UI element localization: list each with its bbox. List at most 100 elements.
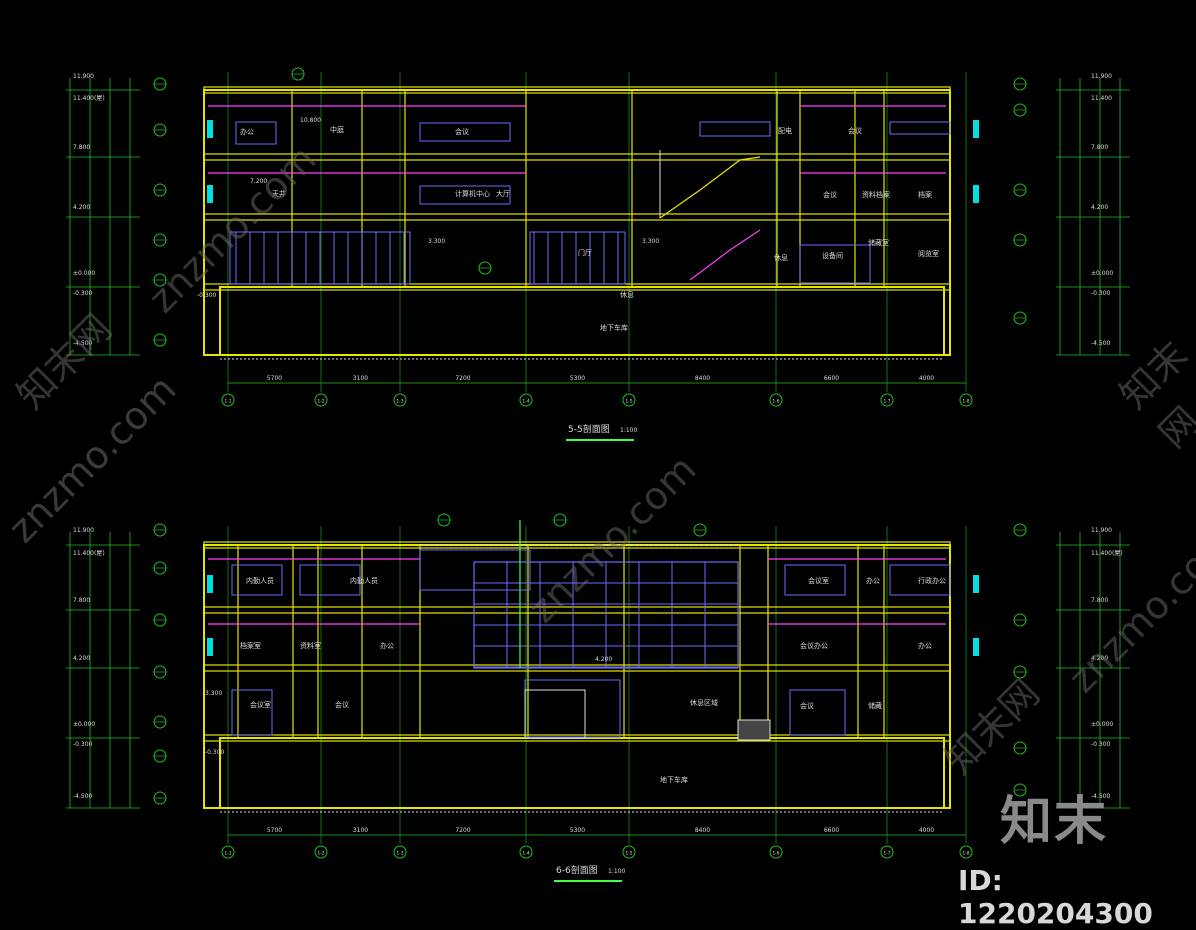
elevation-label-left: -4.500 (73, 340, 93, 347)
floor-slab (203, 213, 951, 221)
elevation-label-left: 11.400(屋) (73, 550, 105, 557)
axis-bubble (519, 393, 533, 407)
elevation-label-right: 11.900 (1091, 73, 1112, 80)
span-dimension-label: 5700 (267, 375, 282, 382)
room-label: 行政办公 (918, 576, 946, 585)
room-outline (419, 185, 511, 205)
window-mark (973, 120, 979, 138)
span-dimension-label: 4000 (919, 827, 934, 834)
room-label: 办公 (240, 127, 254, 136)
room-label: 休息 (774, 253, 788, 262)
elevation-label-right: 11.900 (1091, 527, 1112, 534)
room-outline (419, 549, 531, 591)
room-label: 档案 (918, 190, 932, 199)
room-label: 办公 (918, 641, 932, 650)
room-label: 会议 (800, 701, 814, 710)
room-label: 门厅 (578, 248, 592, 257)
room-label: 地下车库 (660, 775, 688, 784)
axis-label: 1-2 (317, 399, 324, 405)
window-mark (207, 575, 213, 593)
span-dimension-label: 5300 (570, 375, 585, 382)
floor-level-label: -0.300 (205, 749, 225, 756)
room-label: 资料室 (300, 641, 321, 650)
section-caption: 6-6剖面图 (556, 864, 598, 876)
axis-label: 1-8 (962, 851, 969, 857)
axis-label: 1-4 (522, 399, 529, 405)
axis-label: 1-1 (224, 399, 231, 405)
room-label: 档案室 (240, 641, 261, 650)
span-dimension-label: 6600 (824, 827, 839, 834)
basement-wall (219, 737, 945, 809)
room-label: 内勤人员 (350, 576, 378, 585)
axis-bubble (221, 393, 235, 407)
image-id-label: ID: 1220204300 (958, 864, 1153, 930)
floor-level-label: 10.800 (300, 117, 321, 124)
room-label: 会议 (848, 126, 862, 135)
elevation-label-left: 11.900 (73, 527, 94, 534)
room-outline (889, 564, 951, 596)
room-outline (889, 121, 951, 135)
room-label: 会议 (823, 190, 837, 199)
floor-level-label: 7.200 (250, 178, 267, 185)
span-dimension-label: 8400 (695, 375, 710, 382)
room-outline (235, 121, 277, 145)
room-label: 会议办公 (800, 641, 828, 650)
elevation-label-left: 11.900 (73, 73, 94, 80)
floor-slab (203, 153, 951, 161)
room-label: 储藏室 (868, 238, 889, 247)
floor-slab (203, 86, 951, 94)
window-mark (207, 120, 213, 138)
floor-level-label: 3.300 (205, 690, 222, 697)
room-label: 会议室 (808, 576, 829, 585)
axis-label: 1-5 (625, 851, 632, 857)
span-dimension-label: 7200 (455, 375, 470, 382)
room-label: 休息区域 (690, 698, 718, 707)
room-label: 中庭 (330, 125, 344, 134)
room-outline (699, 121, 771, 137)
axis-bubble (314, 393, 328, 407)
room-outline (784, 564, 846, 596)
floor-slab (203, 606, 951, 614)
room-label: 天井 (272, 189, 286, 198)
elevation-label-left: ±0.000 (73, 721, 95, 728)
elevation-label-right: 7.800 (1091, 597, 1108, 604)
axis-bubble (769, 393, 783, 407)
elevation-label-right: 4.200 (1091, 204, 1108, 211)
room-label: 内勤人员 (246, 576, 274, 585)
elevation-label-left: -4.500 (73, 793, 93, 800)
building-outline (203, 89, 951, 356)
floor-level-label: 3.300 (642, 238, 659, 245)
floor-level-label: -0.300 (197, 292, 217, 299)
elevation-label-left: -0.300 (73, 290, 93, 297)
elevation-label-right: ±0.000 (1091, 270, 1113, 277)
elevation-label-right: -4.500 (1091, 340, 1111, 347)
axis-label: 1-2 (317, 851, 324, 857)
axis-label: 1-7 (883, 851, 890, 857)
span-dimension-label: 5700 (267, 827, 282, 834)
room-label: 资料档案 (862, 190, 890, 199)
basement-wall (219, 286, 945, 356)
axis-bubble (221, 845, 235, 859)
elevation-label-left: -0.300 (73, 741, 93, 748)
axis-bubble (622, 845, 636, 859)
elevation-label-right: 7.800 (1091, 144, 1108, 151)
elevation-label-left: ±0.000 (73, 270, 95, 277)
axis-label: 1-3 (396, 851, 403, 857)
floor-slab (203, 664, 951, 672)
span-dimension-label: 4000 (919, 375, 934, 382)
section-caption: 5-5剖面图 (568, 423, 610, 435)
axis-label: 1-5 (625, 399, 632, 405)
axis-label: 1-3 (396, 399, 403, 405)
span-dimension-label: 6600 (824, 375, 839, 382)
elevation-label-left: 7.800 (73, 597, 90, 604)
axis-bubble (769, 845, 783, 859)
window-mark (973, 185, 979, 203)
room-outline (231, 564, 283, 596)
room-label: 地下车库 (600, 323, 628, 332)
axis-bubble (393, 393, 407, 407)
span-dimension-label: 7200 (455, 827, 470, 834)
elevation-label-right: -0.300 (1091, 290, 1111, 297)
window-mark (973, 638, 979, 656)
stair-flight (659, 156, 761, 219)
section-s66: 11.90011.400(屋)7.8004.200±0.000-0.300-4.… (66, 513, 1130, 882)
